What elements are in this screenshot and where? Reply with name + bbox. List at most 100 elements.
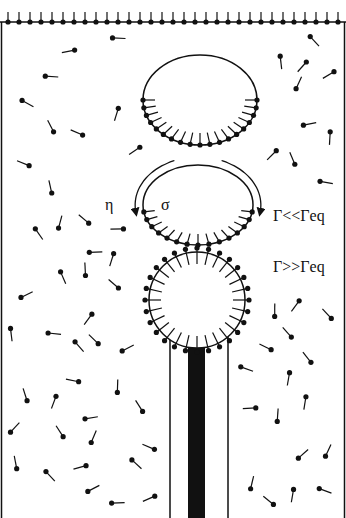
surfactant-head [8, 326, 13, 331]
surfactant-head [203, 19, 208, 24]
surfactant-head [149, 224, 154, 229]
surfactant-head [206, 242, 211, 247]
surfactant-head [235, 265, 240, 270]
surfactant-head [89, 440, 94, 445]
surfactant-head [115, 390, 120, 395]
surfactant-head [324, 19, 329, 24]
surfactant-head [14, 466, 19, 471]
surfactant-head [82, 19, 87, 24]
surfactant-head [217, 239, 222, 244]
surfactant-head [43, 74, 48, 79]
surfactant-head [329, 316, 334, 321]
surfactant-head [248, 486, 253, 491]
surfactant-head [207, 142, 212, 147]
surfactant-head [129, 457, 134, 462]
surfactant-head [56, 226, 61, 231]
surfactant-head [323, 454, 328, 459]
surfactant-head [111, 251, 116, 256]
surfactant-head [144, 113, 149, 118]
surfactant-head [86, 221, 91, 226]
surfactant-head [304, 59, 309, 64]
surfactant-head [292, 162, 297, 167]
surfactant-head [258, 19, 263, 24]
surfactant-molecules [5, 12, 340, 507]
surfactant-head [169, 136, 174, 141]
annotation-label: Γ>>Γeq [272, 258, 326, 276]
surfactant-head [278, 54, 283, 59]
surfactant-head [317, 179, 322, 184]
surfactant-head [162, 338, 167, 343]
surfactant-head [116, 106, 121, 111]
surfactant-head [225, 19, 230, 24]
surfactant-head [317, 486, 322, 491]
surfactant-head [254, 105, 259, 110]
surfactant-head [27, 163, 32, 168]
surfactant-head [116, 285, 121, 290]
surfactant-head [137, 19, 142, 24]
surfactant-head [33, 226, 38, 231]
surfactant-head [246, 297, 251, 302]
surfactant-head [159, 19, 164, 24]
surfactant-head [115, 19, 120, 24]
surfactant-head [241, 275, 246, 280]
surfactant-head [247, 19, 252, 24]
bubbles [143, 55, 257, 348]
surfactant-head [148, 19, 153, 24]
surfactant-head [110, 35, 115, 40]
surfactant-head [217, 344, 222, 349]
flow-arrows [135, 160, 261, 214]
surfactant-head [227, 257, 232, 262]
surfactant-head [141, 105, 146, 110]
surfactant-head [293, 86, 298, 91]
surfactant-head [172, 344, 177, 349]
surfactant-head [76, 379, 81, 384]
surfactant-head [140, 409, 145, 414]
surfactant-head [87, 250, 92, 255]
surfactant-head [45, 330, 50, 335]
surfactant-head [214, 19, 219, 24]
surfactant-head [144, 217, 149, 222]
surfactant-head [303, 394, 308, 399]
surfactant-head [162, 257, 167, 262]
surfactant-head [250, 209, 255, 214]
surfactant-head [331, 69, 336, 74]
surfactant-head [301, 123, 306, 128]
surfactant-head [80, 132, 85, 137]
surfactant-head [287, 370, 292, 375]
surfactant-head [170, 19, 175, 24]
surfactant-head [154, 265, 159, 270]
surfactant-head [8, 430, 13, 435]
surfactant-head [27, 19, 32, 24]
surfactant-head [181, 19, 186, 24]
surfactant-head [61, 434, 66, 439]
surfactant-head [274, 148, 279, 153]
surfactant-head [49, 19, 54, 24]
surfactant-head [269, 347, 274, 352]
surfactant-head [120, 348, 125, 353]
surfactant-head [308, 34, 313, 39]
surfactant-head [83, 463, 88, 468]
surfactant-head [235, 330, 240, 335]
surfactant-head [137, 145, 142, 150]
surfactant-head [82, 416, 87, 421]
surfactant-head [234, 132, 239, 137]
surfactant-head [104, 19, 109, 24]
surfactant-head [141, 209, 146, 214]
surfactant-head [24, 398, 29, 403]
surfactant-head [194, 349, 199, 354]
surfactant-head [197, 142, 202, 147]
surfactant-head [126, 19, 131, 24]
surfactant-head [236, 19, 241, 24]
surfactant-head [242, 224, 247, 229]
surfactant-head [51, 129, 56, 134]
surfactant-head [144, 286, 149, 291]
surfactant-head [93, 19, 98, 24]
surfactant-head [227, 338, 232, 343]
surfactant-head [253, 405, 258, 410]
surfactant-head [271, 502, 276, 507]
surfactant-head [60, 19, 65, 24]
surfactant-head [291, 19, 296, 24]
surfactant-head [217, 251, 222, 256]
surfactant-head [58, 269, 63, 274]
surfactant-head [183, 348, 188, 353]
